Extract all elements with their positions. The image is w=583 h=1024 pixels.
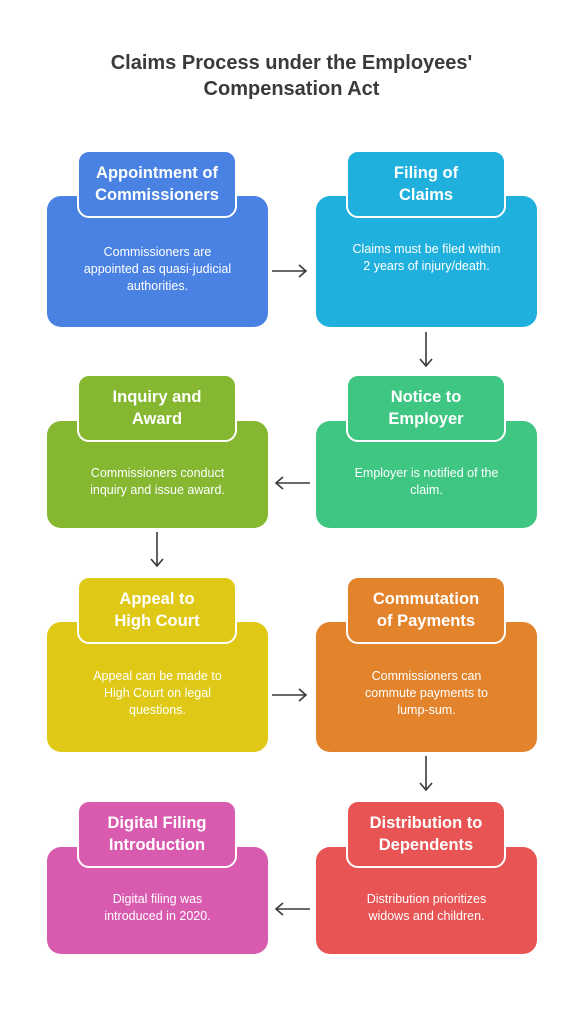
step-text-line: Appeal can be made to — [93, 669, 222, 683]
step-tab-inquiry: Inquiry and Award — [77, 374, 237, 442]
step-text-line: commute payments to — [365, 686, 488, 700]
step-tab-filing: Filing of Claims — [346, 150, 506, 218]
step-text-line: Commissioners are — [103, 245, 212, 259]
step-tab-line: Introduction — [108, 836, 206, 854]
step-text-line: authorities. — [126, 279, 189, 293]
step-text-line: claim. — [410, 483, 443, 497]
step-tab-appeal: Appeal to High Court — [77, 576, 237, 644]
step-text-line: questions. — [129, 703, 186, 717]
step-tab-commutation: Commutation of Payments — [346, 576, 506, 644]
step-text-notice: Employer is notified of the claim. — [328, 465, 525, 499]
step-tab-distribution: Distribution to Dependents — [346, 800, 506, 868]
arrow-right-icon — [272, 264, 308, 278]
step-tab-digital: Digital Filing Introduction — [77, 800, 237, 868]
step-text-line: 2 years of injury/death. — [363, 259, 490, 273]
step-text-line: appointed as quasi-judicial — [83, 262, 232, 276]
step-tab-line: Dependents — [378, 836, 474, 854]
step-tab-line: Notice to — [390, 388, 462, 406]
step-text-line: introduced in 2020. — [104, 909, 211, 923]
arrow-down-icon — [419, 756, 433, 792]
step-text-distribution: Distribution prioritizes widows and chil… — [328, 891, 525, 925]
step-text-appointment: Commissioners are appointed as quasi-jud… — [59, 244, 256, 295]
step-tab-line: Award — [131, 410, 183, 428]
arrow-down-icon — [150, 532, 164, 568]
step-text-line: inquiry and issue award. — [90, 483, 225, 497]
step-text-appeal: Appeal can be made to High Court on lega… — [59, 668, 256, 719]
step-text-filing: Claims must be filed within 2 years of i… — [328, 241, 525, 275]
step-text-line: Digital filing was — [112, 892, 203, 906]
step-tab-line: Claims — [398, 186, 454, 204]
step-tab-line: Appointment of — [96, 164, 218, 182]
step-text-line: Claims must be filed within — [352, 242, 501, 256]
arrow-down-icon — [419, 332, 433, 368]
step-tab-line: of Payments — [376, 612, 476, 630]
step-text-line: High Court on legal — [103, 686, 211, 700]
title-line-1: Claims Process under the Employees' — [110, 52, 473, 74]
step-tab-line: Commutation — [372, 590, 480, 608]
step-text-line: Commissioners can — [371, 669, 482, 683]
step-tab-line: Inquiry and — [112, 388, 202, 406]
step-text-line: Commissioners conduct — [90, 466, 225, 480]
step-tab-line: Commissioners — [95, 186, 219, 204]
arrow-left-icon — [274, 902, 310, 916]
step-text-line: Employer is notified of the — [354, 466, 499, 480]
step-tab-line: High Court — [114, 612, 200, 630]
diagram-title: Claims Process under the Employees' Comp… — [0, 50, 583, 102]
step-tab-line: Digital Filing — [107, 814, 207, 832]
step-tab-line: Distribution to — [369, 814, 483, 832]
arrow-left-icon — [274, 476, 310, 490]
step-text-line: lump-sum. — [397, 703, 456, 717]
step-text-line: Distribution prioritizes — [366, 892, 487, 906]
title-line-2: Compensation Act — [203, 78, 380, 100]
step-text-inquiry: Commissioners conduct inquiry and issue … — [59, 465, 256, 499]
step-tab-notice: Notice to Employer — [346, 374, 506, 442]
step-text-line: widows and children. — [368, 909, 485, 923]
step-tab-line: Filing of — [393, 164, 459, 182]
step-tab-line: Appeal to — [119, 590, 195, 608]
step-tab-line: Employer — [388, 410, 464, 428]
arrow-right-icon — [272, 688, 308, 702]
step-tab-appointment: Appointment of Commissioners — [77, 150, 237, 218]
step-text-digital: Digital filing was introduced in 2020. — [59, 891, 256, 925]
step-text-commutation: Commissioners can commute payments to lu… — [328, 668, 525, 719]
